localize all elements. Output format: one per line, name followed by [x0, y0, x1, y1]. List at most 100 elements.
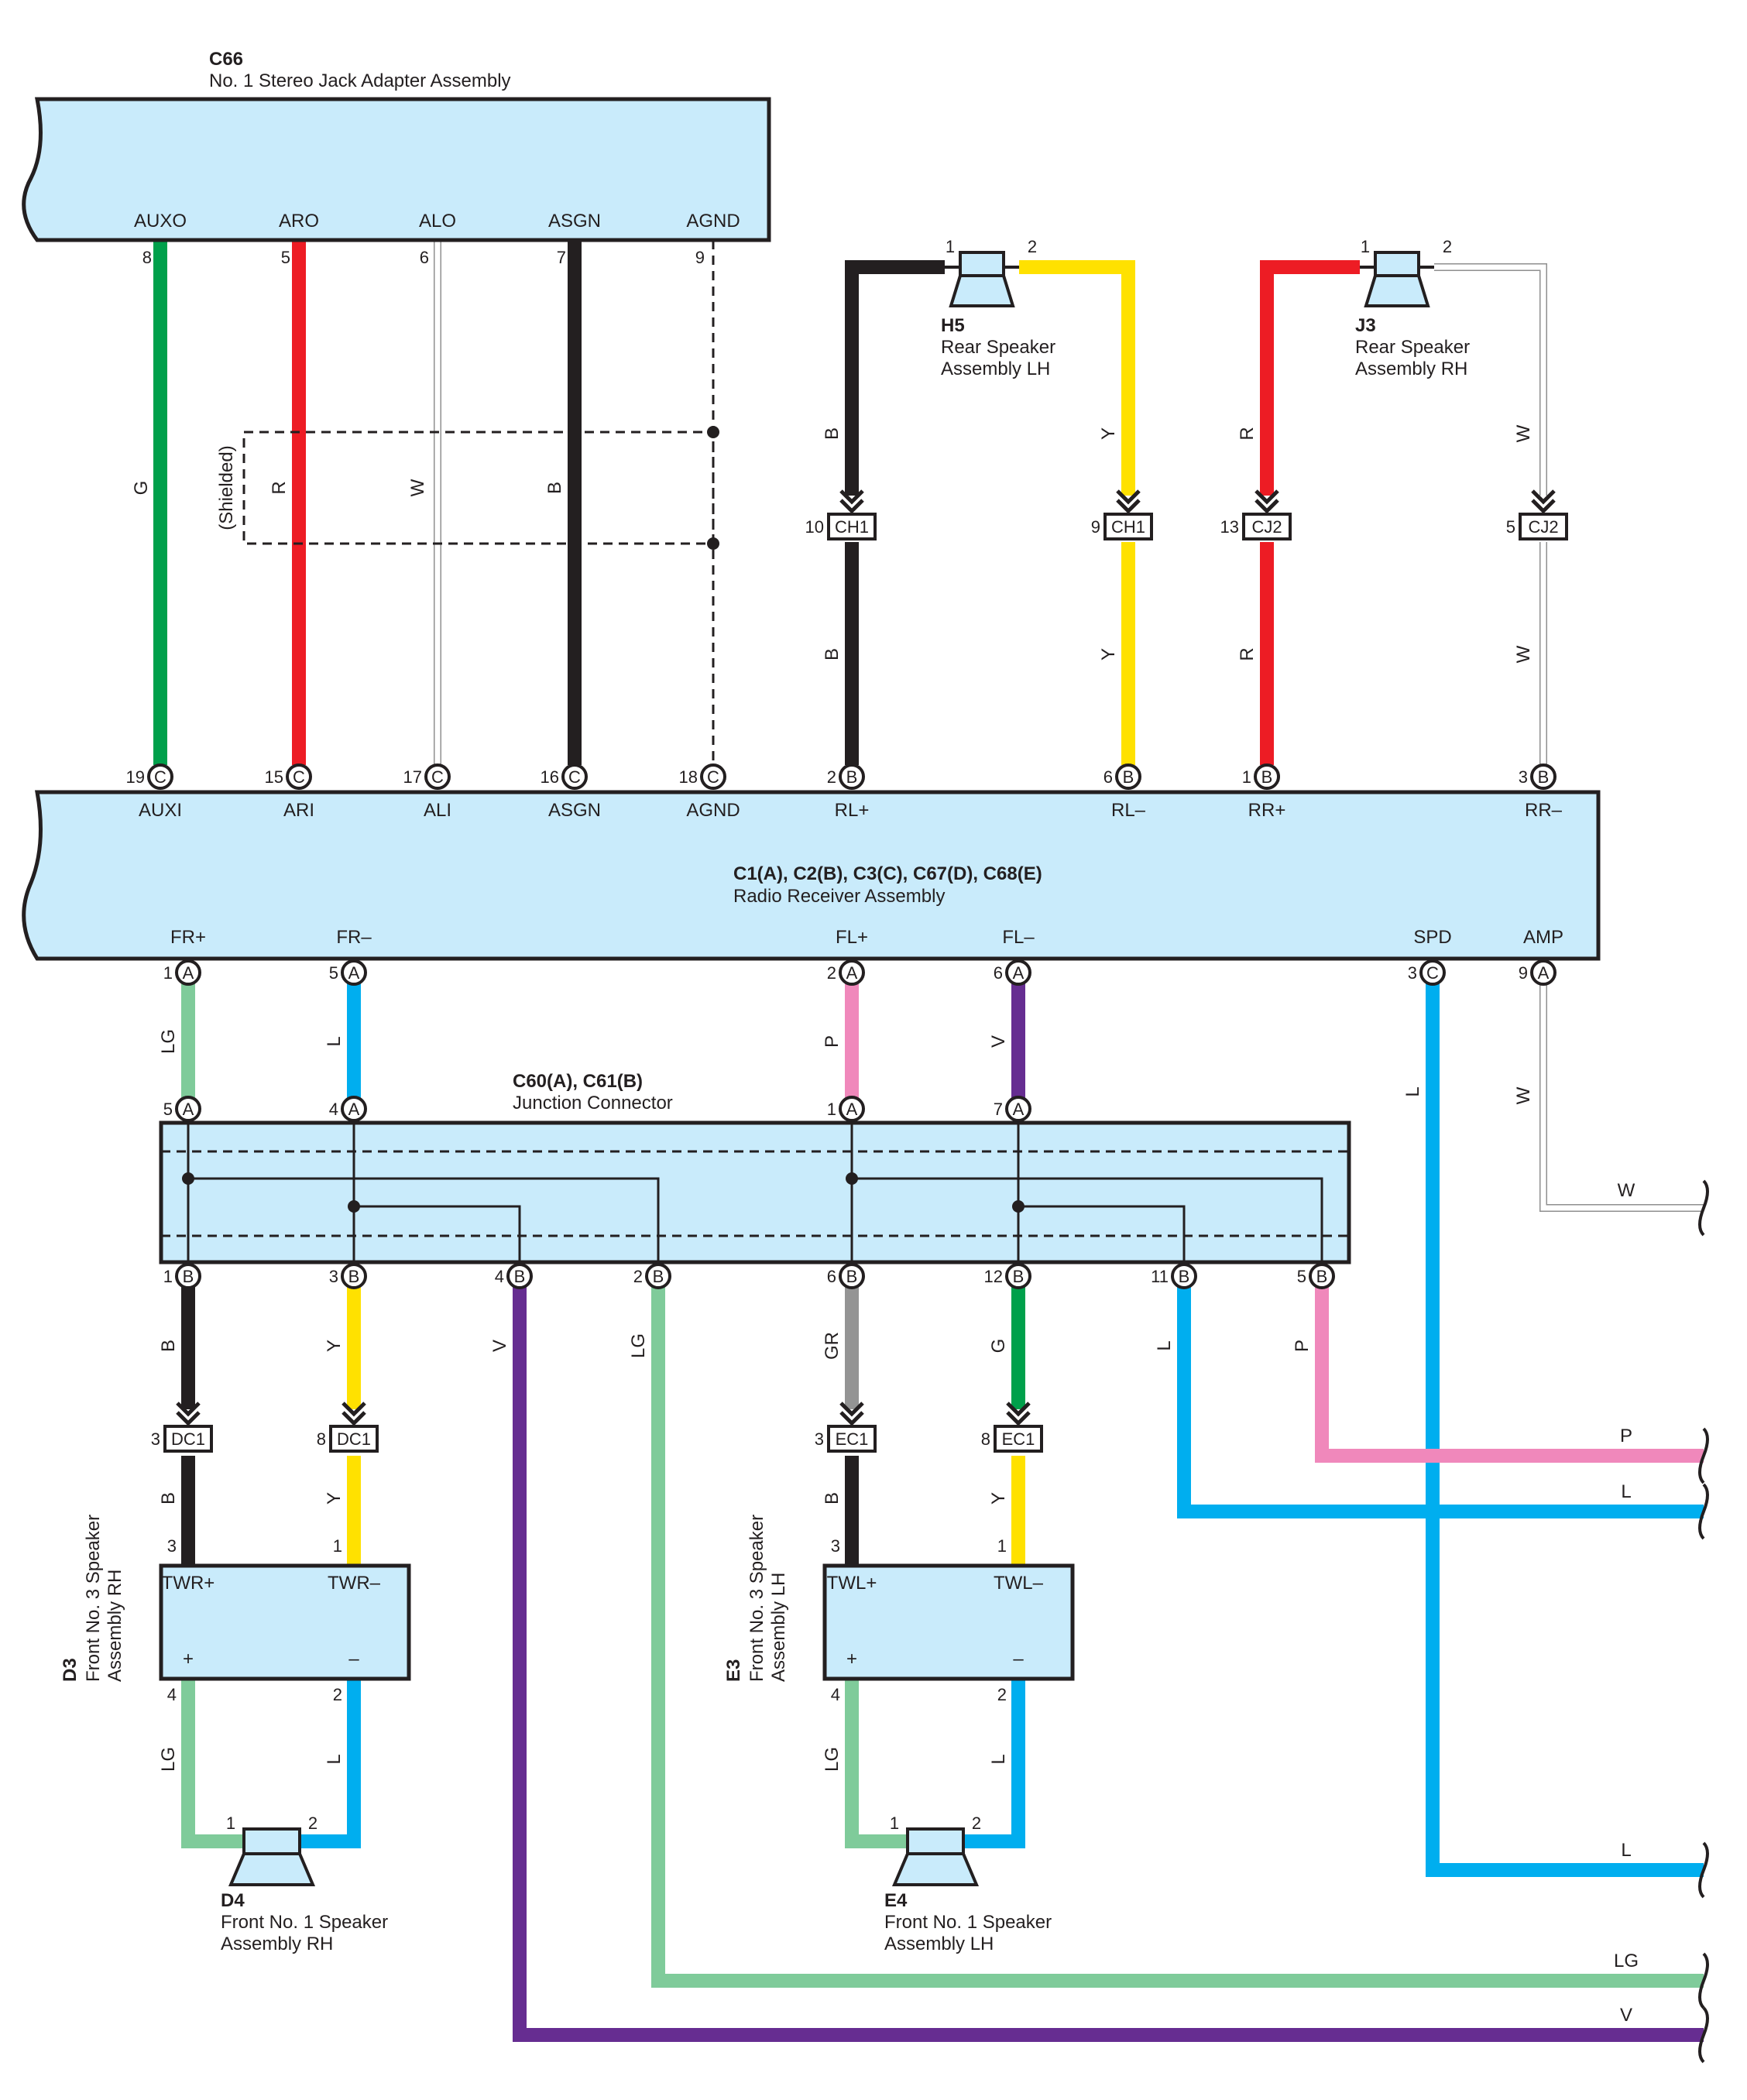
- e4-pin-1: 1: [890, 1813, 899, 1833]
- inline-top-3-chevron-1: [1531, 489, 1556, 505]
- c66-num-7: 7: [557, 248, 566, 267]
- break-lg: [1698, 1952, 1709, 2009]
- inline-bottom-3-chevron-2: [1006, 1411, 1031, 1426]
- radio-receiver-assembly: C1(A), C2(B), C3(C), C67(D), C68(E) Radi…: [22, 790, 1601, 961]
- junction-connector: C60(A), C61(B) Junction Connector: [159, 1071, 1351, 1264]
- inline-bottom-1-number: 8: [317, 1429, 326, 1449]
- c66-stereo-jack-adapter: C66 No. 1 Stereo Jack Adapter Assembly A…: [22, 49, 771, 267]
- c66-pin-asgn: ASGN: [548, 211, 601, 232]
- inline-bottom-1-box: [329, 1425, 379, 1453]
- inline-top-3-box: [1519, 513, 1568, 540]
- junction-top-pin-1-number: 4: [329, 1100, 338, 1119]
- junction-bottom-pin-6-letter: B: [1179, 1267, 1190, 1286]
- shield-junction-top: [707, 426, 719, 438]
- e3-line1: Front No. 3 Speaker: [747, 1515, 767, 1682]
- inline-top-0: CH1 10: [805, 489, 877, 540]
- inline-top-3-number: 5: [1506, 517, 1515, 537]
- radio-bottom-pin-4-number: 3: [1408, 963, 1417, 983]
- inline-top-1-box: [1103, 513, 1153, 540]
- junction-top-pin-3-circle: [1005, 1096, 1031, 1122]
- label-d3-y: Y: [324, 1492, 345, 1505]
- c66-num-9: 9: [695, 248, 705, 267]
- radio-bottom-pin-5-circle: [1530, 959, 1557, 986]
- j3-line2: Assembly RH: [1355, 359, 1467, 379]
- label-j2-lg: LG: [628, 1333, 649, 1358]
- e3-pin-twl-minus: TWL–: [994, 1573, 1044, 1594]
- radio-bottom-label-3: FL–: [1002, 927, 1035, 948]
- junction-splice-4: [1012, 1200, 1025, 1213]
- junction-bottom-pin-5-number: 12: [984, 1267, 1003, 1286]
- j3-magnet: [1374, 251, 1420, 277]
- junction-top-pin-2-number: 1: [827, 1100, 836, 1119]
- wire-lg-long: [651, 1276, 1704, 1988]
- wire-amp: [1540, 976, 1704, 1211]
- inline-top-1-number: 9: [1091, 517, 1100, 537]
- inline-bottom-1-chevron-2: [342, 1411, 366, 1426]
- junction-bottom-pin-2-number: 4: [495, 1267, 504, 1286]
- inline-top-0-name: CH1: [835, 517, 869, 537]
- inline-top-0-number: 10: [805, 517, 824, 537]
- radio-box: [22, 790, 1601, 961]
- c66-pin-alo: ALO: [419, 211, 456, 232]
- radio-top-label-3: ASGN: [548, 800, 601, 821]
- radio-top-pin-1-letter: C: [293, 767, 305, 787]
- e3-line2: Assembly LH: [768, 1573, 789, 1682]
- label-j4-v: V: [489, 1340, 510, 1352]
- label-w: W: [407, 479, 428, 496]
- e4-line2: Assembly LH: [884, 1934, 994, 1954]
- label-spd-l: L: [1402, 1086, 1423, 1096]
- j3-line1: Rear Speaker: [1355, 337, 1470, 358]
- radio-bottom-label-2: FL+: [836, 927, 868, 948]
- label-fl-minus-v: V: [988, 1035, 1009, 1048]
- junction-bottom-pin-7-circle: [1309, 1263, 1335, 1289]
- inline-top-1-chevron-2: [1116, 499, 1141, 514]
- inline-top-2-number: 13: [1220, 517, 1239, 537]
- shield-box: [242, 431, 715, 545]
- c66-pin-aro: ARO: [279, 211, 319, 232]
- inline-bottom-3-number: 8: [981, 1429, 990, 1449]
- break-w: [1698, 1179, 1709, 1237]
- e3-num-2: 2: [997, 1685, 1007, 1704]
- radio-top-pin-0-number: 19: [126, 767, 145, 787]
- radio-bottom-pin-3-circle: [1005, 959, 1031, 986]
- radio-bottom-pin-5-number: 9: [1519, 963, 1528, 983]
- radio-id: C1(A), C2(B), C3(C), C67(D), C68(E): [733, 863, 1042, 884]
- radio-name: Radio Receiver Assembly: [733, 886, 945, 907]
- radio-bottom-pin-4: C3: [1408, 959, 1446, 986]
- radio-bottom-pin-4-letter: C: [1426, 963, 1439, 983]
- continuation-breaks: [1698, 1179, 1709, 2064]
- shielded-label: (Shielded): [216, 445, 237, 530]
- label-e3-y: Y: [988, 1492, 1009, 1505]
- inline-bottom-0-chevron-1: [176, 1402, 201, 1417]
- label-j6-gr: GR: [822, 1332, 843, 1360]
- e3-num-4: 4: [831, 1685, 840, 1704]
- j3-pin-1: 1: [1361, 237, 1370, 256]
- wire-spd: [1426, 976, 1704, 1877]
- junction-top-pin-0-circle: [175, 1096, 201, 1122]
- inline-top-2-name: CJ2: [1251, 517, 1282, 537]
- radio-top-label-1: ARI: [283, 800, 314, 821]
- radio-bottom-label-5: AMP: [1523, 927, 1563, 948]
- radio-bottom-pin-1-number: 5: [329, 963, 338, 983]
- label-h5-y-lower: Y: [1098, 648, 1119, 661]
- inline-top-0-chevron-1: [839, 489, 864, 505]
- label-right-lg: LG: [1614, 1951, 1639, 1971]
- d3-minus: –: [348, 1649, 359, 1669]
- radio-bottom-pin-2-number: 2: [827, 963, 836, 983]
- j3-id: J3: [1355, 315, 1376, 336]
- junction-top-pin-0: A5: [163, 1096, 201, 1122]
- h5-cone: [949, 274, 1015, 307]
- junction-top-pin-3-number: 7: [994, 1100, 1003, 1119]
- radio-top-pin-1-number: 15: [265, 767, 283, 787]
- junction-bottom-pin-5-circle: [1005, 1263, 1031, 1289]
- junction-bottom-pin-5: B12: [984, 1263, 1031, 1289]
- radio-top-pin-3-letter: C: [568, 767, 581, 787]
- radio-top-pin-4-circle: [700, 763, 726, 790]
- wire-j3-r: [1260, 260, 1360, 496]
- d4-magnet: [242, 1827, 301, 1855]
- e3-num-1: 1: [997, 1536, 1007, 1556]
- radio-bottom-label-1: FR–: [336, 927, 372, 948]
- radio-top-pin-6-letter: B: [1123, 767, 1134, 787]
- junction-bottom-pin-7: B5: [1297, 1263, 1335, 1289]
